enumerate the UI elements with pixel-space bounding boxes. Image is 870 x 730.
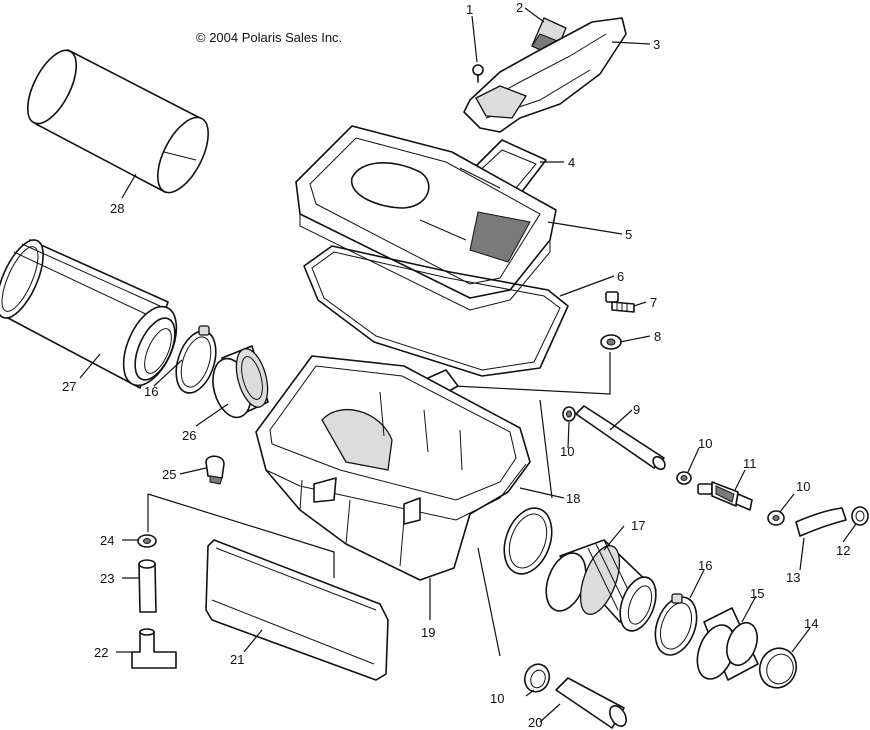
callout-5: 5 [625,227,632,242]
copyright-text: © 2004 Polaris Sales Inc. [196,30,342,45]
leader-lines [79,7,857,723]
part-28-prefilter-sleeve [26,49,209,194]
part-17-intake-boot [545,539,657,632]
callout-2: 2 [516,0,523,15]
callout-17: 17 [631,518,645,533]
callout-20: 20 [528,715,542,730]
callout-16-a: 16 [144,384,158,399]
callout-13: 13 [786,570,800,585]
part-6-lid-gasket [303,245,569,377]
callout-7: 7 [650,295,657,310]
callout-11: 11 [743,456,757,471]
part-3-intake-cover [463,17,627,133]
callout-12: 12 [836,543,850,558]
part-27-air-filter [0,239,178,389]
part-11-check-valve [697,481,753,511]
part-23-drain-tube [138,559,157,613]
callout-9: 9 [633,402,640,417]
callout-15: 15 [750,586,764,601]
callout-10-d: 10 [490,691,504,706]
part-15-boot-coupler [696,607,759,681]
part-10-clamp-b [676,471,692,485]
callout-1: 1 [466,2,473,17]
part-19-airbox-base [255,355,531,581]
callout-22: 22 [94,645,108,660]
part-20-hose [555,677,627,729]
part-13-vent-hose [795,507,847,537]
part-22-drain-tee [131,628,177,669]
part-18-seal-ring [503,507,553,575]
callout-14: 14 [804,616,818,631]
callout-8: 8 [654,329,661,344]
callout-25: 25 [162,467,176,482]
callout-4: 4 [568,155,575,170]
callout-10-c: 10 [796,479,810,494]
callout-6: 6 [617,269,624,284]
part-16-clamp-right [654,593,698,656]
callout-18: 18 [566,491,580,506]
part-7-bolt [605,291,635,313]
callout-27: 27 [62,379,76,394]
callout-19: 19 [421,625,435,640]
callout-16-b: 16 [698,558,712,573]
part-1-screw [472,64,484,83]
part-9-breather-hose [575,405,666,471]
callout-10-b: 10 [698,436,712,451]
part-14-clamp [758,647,798,689]
part-16-clamp-left [175,325,217,394]
part-24-drain-clamp [137,534,157,548]
part-10-clamp-a [562,406,576,422]
part-26-filter-adapter [212,345,269,419]
callout-labels: 1 2 3 4 5 6 7 8 9 10 10 10 10 11 12 13 1… [62,0,850,730]
part-21-baffle-plate [205,539,389,681]
callout-3: 3 [653,37,660,52]
part-12-hose-clamp [851,506,869,526]
callout-24: 24 [100,533,114,548]
callout-26: 26 [182,428,196,443]
part-5-airbox-lid [295,125,557,311]
callout-21: 21 [230,652,244,667]
callout-28: 28 [110,201,124,216]
callout-10-a: 10 [560,444,574,459]
part-10-clamp-d [523,663,551,693]
callout-23: 23 [100,571,114,586]
part-25-clip [205,455,225,485]
part-10-clamp-c [767,510,785,526]
part-8-grommet [600,334,622,350]
